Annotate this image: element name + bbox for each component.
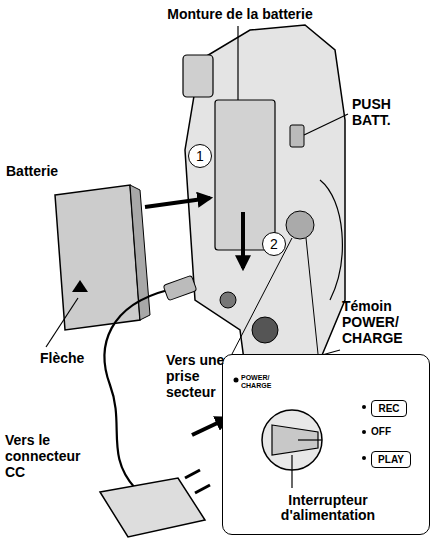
inset-panel	[222, 354, 430, 535]
dc-plug	[163, 275, 197, 300]
part-label: Vers une prise secteur	[166, 352, 238, 400]
viewfinder	[183, 55, 213, 97]
ac-adapter	[100, 478, 205, 537]
slide-arrow	[241, 212, 245, 268]
mode-tag: REC	[371, 400, 407, 417]
power-dial	[286, 211, 314, 239]
dc-jack	[252, 317, 278, 343]
callout-number: 2	[270, 237, 278, 251]
leader-line	[237, 26, 238, 100]
callout-circle: 1	[188, 144, 212, 168]
dial-mark	[298, 439, 322, 440]
push-batt-button	[290, 125, 304, 147]
leader-line	[291, 455, 292, 488]
adapter-prong	[185, 470, 200, 478]
part-label: Flèche	[40, 350, 110, 366]
label-slot: Batterie	[6, 163, 86, 179]
panel-text: REC	[378, 404, 399, 414]
label-slot: PUSH BATT.	[352, 96, 412, 128]
label-slot: Témoin POWER/ CHARGE	[342, 298, 427, 346]
leader-line	[46, 298, 78, 347]
insert-arrow	[145, 198, 210, 207]
strap	[320, 180, 342, 300]
battery-arrow-mark	[72, 280, 88, 292]
leader-line	[304, 114, 348, 135]
led-dot	[234, 378, 239, 383]
adapter-prong	[195, 485, 210, 493]
callout-number: 1	[196, 149, 204, 163]
label-slot: Monture de la batterie	[140, 6, 340, 22]
panel-text: POWER/ CHARGE	[241, 374, 281, 389]
panel-text: PLAY	[378, 455, 404, 465]
part-label: Monture de la batterie	[140, 6, 340, 22]
panel-text: OFF	[371, 426, 411, 437]
mode-dot	[362, 405, 366, 409]
callout-circle: 2	[262, 232, 286, 256]
part-label: PUSH BATT.	[352, 96, 412, 128]
label-slot: Vers le connecteur CC	[5, 432, 93, 480]
connector	[220, 292, 236, 308]
dc-cable	[105, 290, 168, 488]
part-label: Témoin POWER/ CHARGE	[342, 298, 427, 346]
panel-text: Interrupteur d'alimentation	[253, 493, 403, 524]
label-slot: Flèche	[40, 350, 110, 366]
part-label: Vers le connecteur CC	[5, 432, 93, 480]
mode-tag: PLAY	[371, 451, 411, 468]
inset-callout-line	[306, 238, 318, 354]
label-slot: Vers une prise secteur	[166, 352, 238, 400]
mode-dot	[362, 456, 366, 460]
mode-dot	[362, 430, 366, 434]
inset-callout-line	[232, 238, 292, 354]
part-label: Batterie	[6, 163, 86, 179]
inset-panel: POWER/ CHARGE OFF Interrupteur d'alimentat…	[222, 354, 430, 535]
